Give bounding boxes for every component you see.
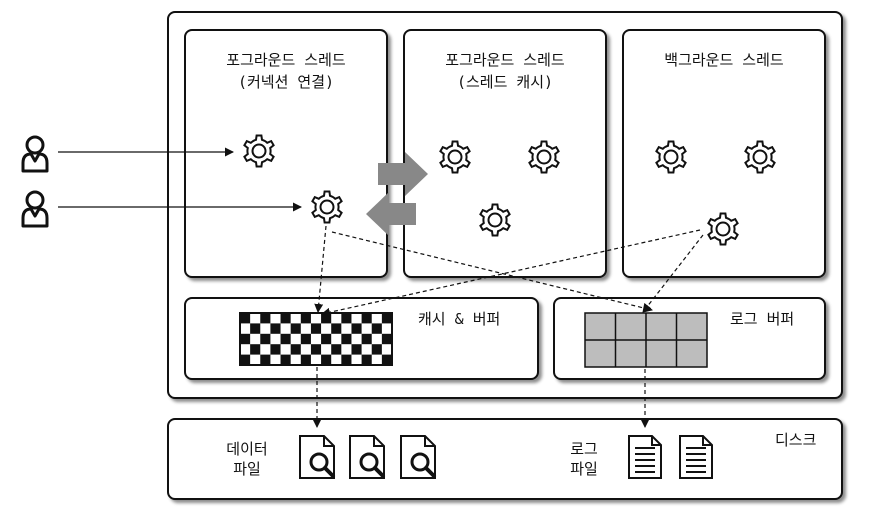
gear-icon <box>243 134 275 168</box>
cache-cell <box>260 354 271 365</box>
cache-cell <box>351 344 362 355</box>
foreground-thread-connection-panel: 포그라운드 스레드 (커넥션 연결) <box>184 29 388 278</box>
cache-cell <box>300 333 311 345</box>
cache-buffer-label: 캐시 & 버퍼 <box>418 310 501 328</box>
cache-cell <box>361 333 372 345</box>
data-files-label-2: 파일 <box>233 460 261 478</box>
cache-cell <box>341 333 352 345</box>
cache-cell <box>250 344 261 355</box>
cache-cell <box>341 313 352 324</box>
foreground-thread-cache-panel: 포그라운드 스레드 (스레드 캐시) <box>403 29 607 278</box>
text-document-icon <box>628 435 662 479</box>
search-document-icon <box>348 434 386 480</box>
cache-cell <box>371 344 382 355</box>
cache-cell <box>290 344 301 355</box>
panel-subtitle: (커넥션 연결) <box>237 73 335 91</box>
panel-subtitle: (스레드 캐시) <box>456 73 554 91</box>
write-arrow <box>331 231 653 313</box>
arrow-right-icon <box>378 152 428 196</box>
user-icon <box>21 135 49 173</box>
cache-cell <box>310 323 322 334</box>
cache-cell <box>351 323 362 334</box>
cache-cell <box>260 313 271 324</box>
cache-cell <box>331 323 342 334</box>
panel-title: 백그라운드 스레드 <box>664 51 784 69</box>
cache-cell <box>361 354 372 365</box>
cache-cell <box>371 323 382 334</box>
cache-cell <box>280 354 291 365</box>
cache-cell <box>341 354 352 365</box>
cache-cell <box>280 333 291 345</box>
cache-cell <box>260 333 271 345</box>
cache-block <box>239 312 393 366</box>
cache-cell <box>381 354 392 365</box>
cache-cell <box>240 333 251 345</box>
log-buffer-label: 로그 버퍼 <box>730 310 795 328</box>
gear-icon <box>528 140 560 174</box>
cache-cell <box>280 313 291 324</box>
gear-icon <box>479 203 511 237</box>
cache-cell <box>270 344 281 355</box>
user-icon <box>21 190 49 228</box>
cache-cell <box>361 313 372 324</box>
search-document-icon <box>399 434 437 480</box>
cache-cell <box>321 333 332 345</box>
cache-cell <box>250 323 261 334</box>
text-document-icon <box>679 435 713 479</box>
cache-cell <box>300 354 311 365</box>
log-files-label: 로그 <box>570 440 598 458</box>
disk-panel: 디스크 데이터 파일 로그 파일 <box>167 418 843 500</box>
cache-cell <box>321 313 332 324</box>
cache-cell <box>290 323 301 334</box>
panel-title: 포그라운드 스레드 <box>445 51 565 69</box>
panel-title: 포그라운드 스레드 <box>226 51 346 69</box>
cache-cell <box>381 313 392 324</box>
cache-cell <box>240 313 251 324</box>
gear-icon <box>655 140 687 174</box>
cache-cell <box>331 344 342 355</box>
cache-cell <box>381 333 392 345</box>
cache-cell <box>310 344 322 355</box>
flush-arrow <box>642 234 704 313</box>
cache-cell <box>270 323 281 334</box>
log-files-label-2: 파일 <box>570 460 598 478</box>
log-buffer-block <box>584 312 708 368</box>
cache-cell <box>321 354 332 365</box>
gear-icon <box>439 140 471 174</box>
cache-cell <box>300 313 311 324</box>
search-document-icon <box>298 434 336 480</box>
write-arrow <box>314 225 327 313</box>
disk-label: 디스크 <box>775 431 817 449</box>
flush-arrow <box>321 229 701 317</box>
gear-icon <box>707 212 739 246</box>
arrow-left-icon <box>366 192 416 236</box>
gear-icon <box>311 190 343 224</box>
data-files-label: 데이터 <box>226 440 268 458</box>
cache-cell <box>240 354 251 365</box>
gear-icon <box>744 140 776 174</box>
